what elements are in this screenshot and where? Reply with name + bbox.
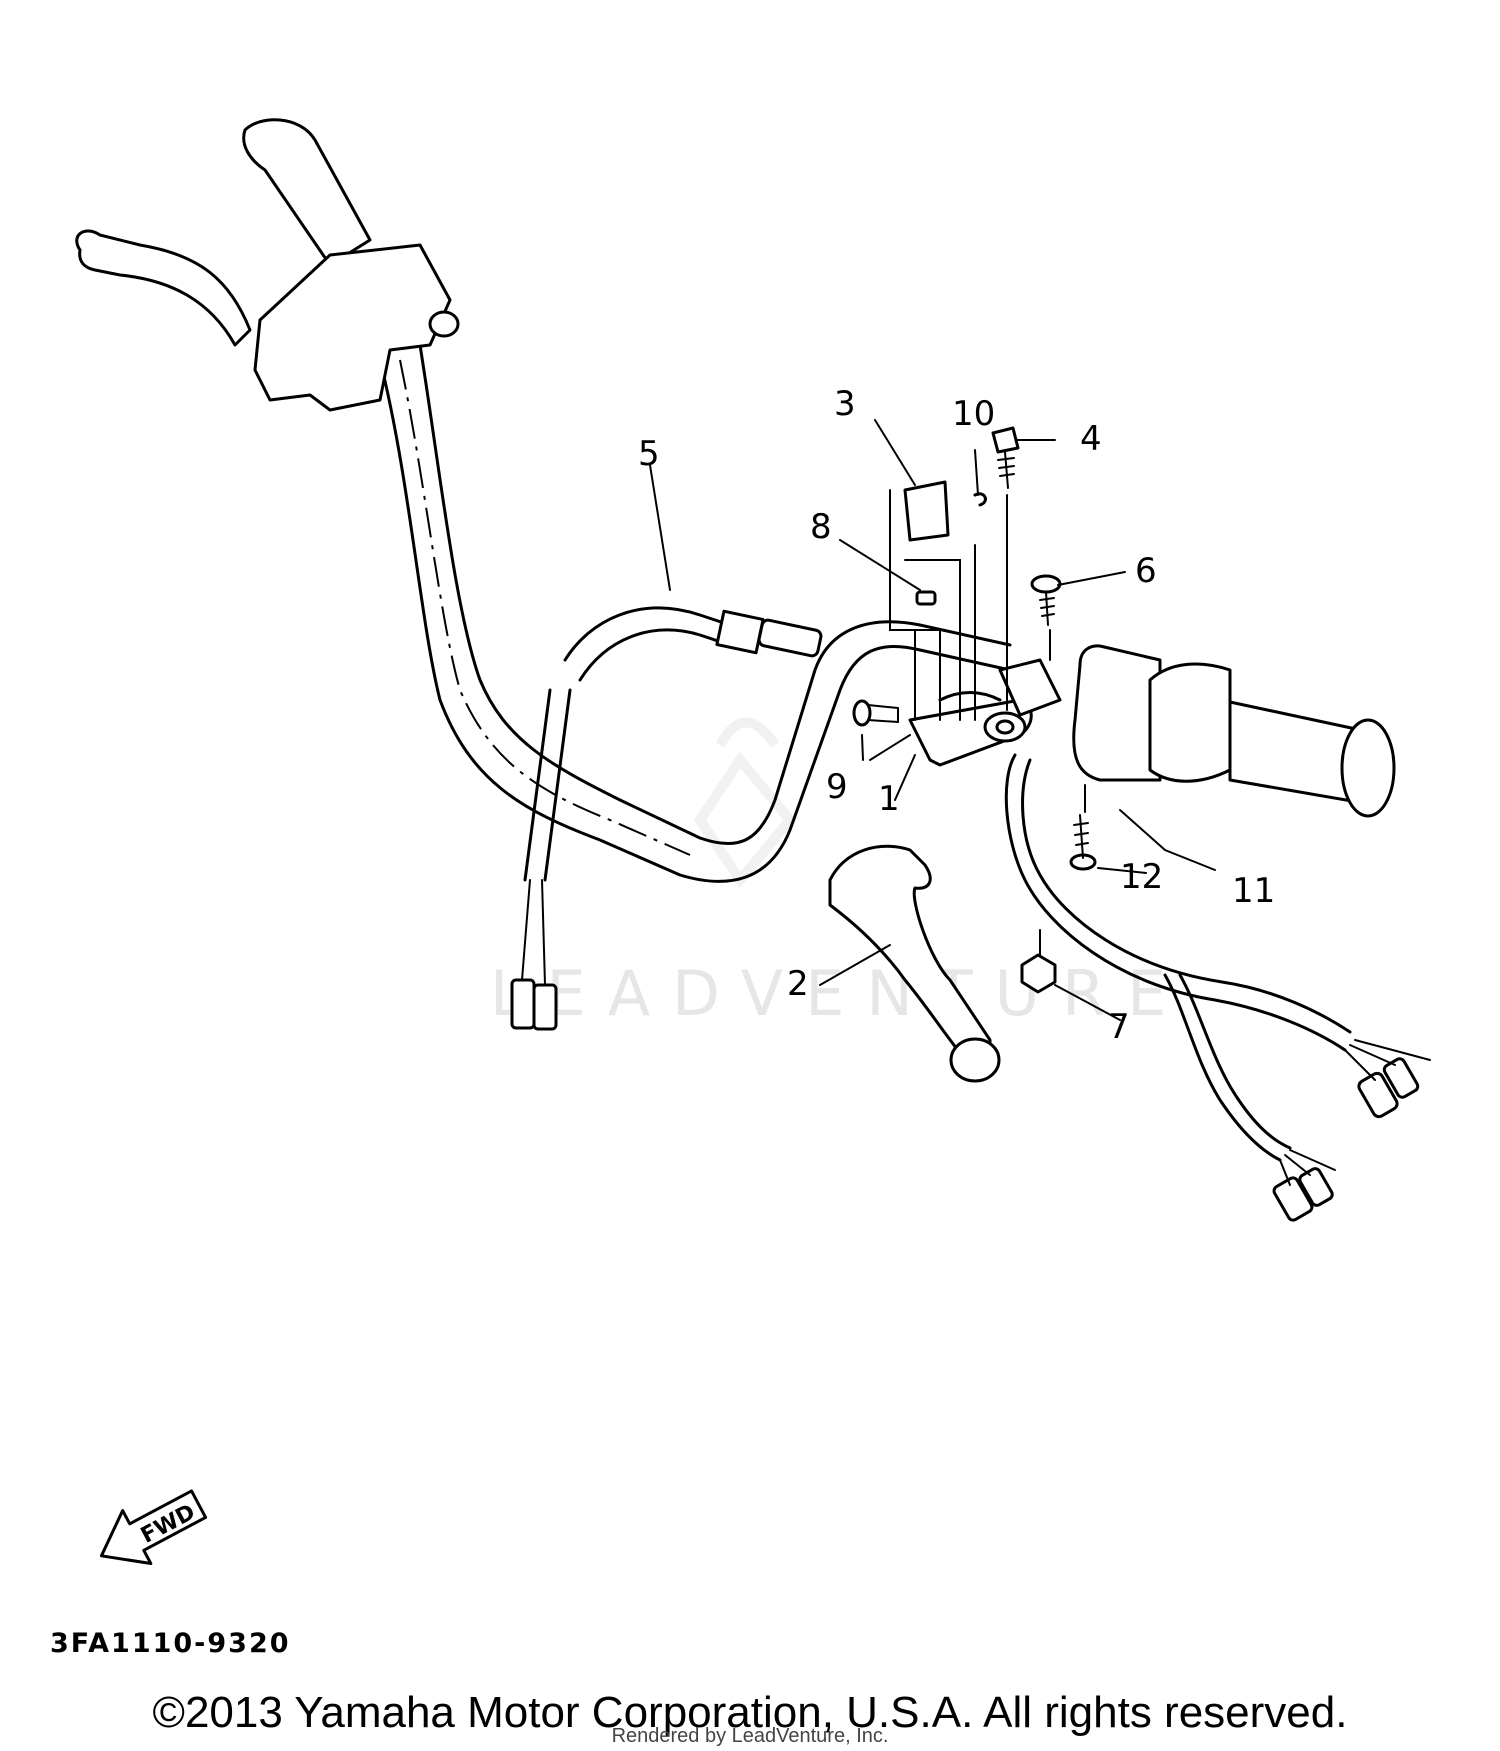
diagram-code: 3FA1110-9320	[50, 1628, 291, 1659]
clutch-cable-5	[510, 606, 823, 1031]
handlebar	[378, 343, 1012, 883]
screw-6	[1030, 574, 1062, 626]
callout-1: 1	[878, 779, 900, 819]
right-switch-11	[1072, 644, 1232, 783]
bolt-9	[852, 699, 899, 727]
nut-7	[1020, 953, 1057, 994]
fwd-arrow-icon: FWD	[99, 1489, 208, 1566]
copyright-notice: ©2013 Yamaha Motor Corporation, U.S.A. A…	[152, 1688, 1348, 1737]
wiring-harness	[1004, 753, 1431, 1222]
callout-7: 7	[1108, 1007, 1130, 1047]
leader-lines	[649, 419, 1216, 1021]
callout-8: 8	[810, 507, 832, 547]
bracket-3	[889, 480, 976, 721]
clutch-lever-2	[828, 844, 1001, 1083]
callout-9: 9	[826, 767, 848, 807]
callout-5: 5	[638, 434, 660, 474]
callout-6: 6	[1135, 551, 1157, 591]
callout-11: 11	[1232, 871, 1275, 911]
left-switch-assembly	[75, 118, 460, 412]
screw-8	[915, 590, 937, 606]
callout-12: 12	[1120, 857, 1163, 897]
callout-3: 3	[834, 384, 856, 424]
screw-12	[1069, 814, 1097, 871]
right-grip	[1228, 700, 1396, 818]
callout-2: 2	[787, 964, 809, 1004]
callout-4: 4	[1080, 419, 1102, 459]
rendered-by-credit: Rendered by LeadVenture, Inc.	[611, 1725, 889, 1747]
lever-holder-1	[908, 658, 1062, 767]
watermark-text: LEADVENTURE	[490, 957, 1188, 1030]
callout-10: 10	[952, 394, 995, 434]
bolt-4	[991, 426, 1020, 489]
guide-lines	[869, 494, 1086, 956]
clip-10	[973, 492, 987, 507]
